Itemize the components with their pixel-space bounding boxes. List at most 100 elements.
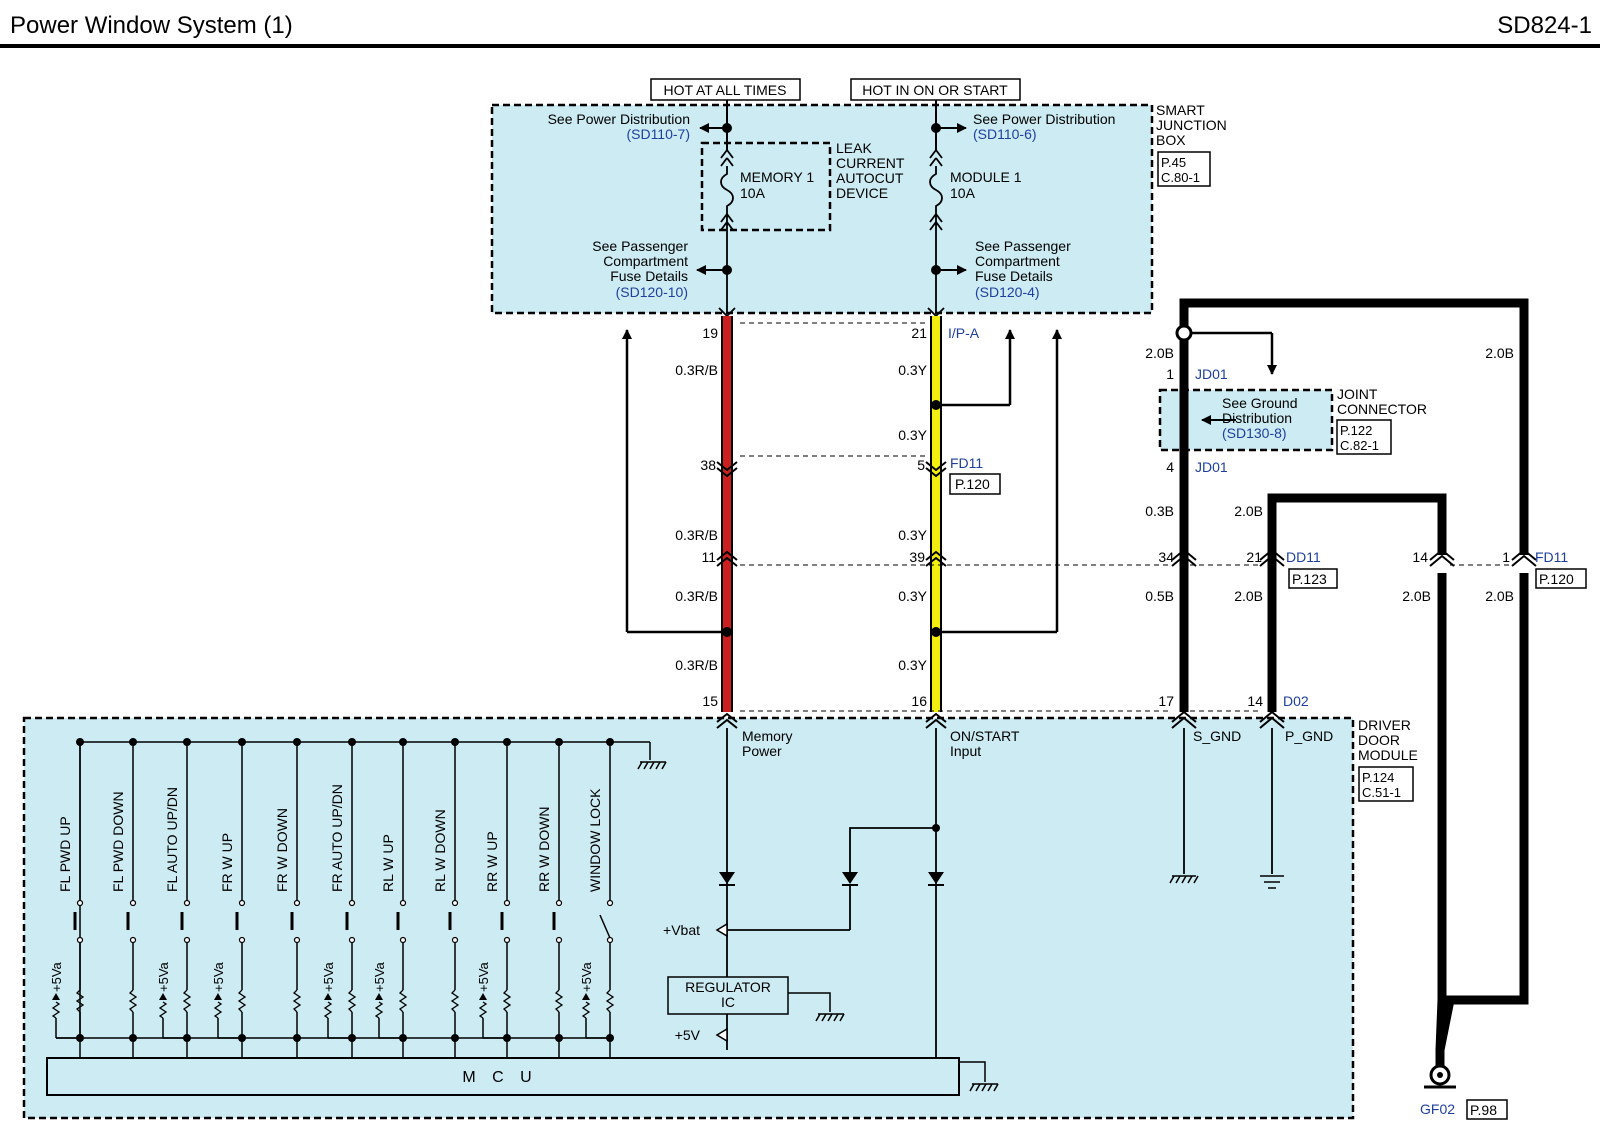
see-power-dist-left: See Power Distribution xyxy=(548,111,690,127)
wire-label-2b-4: 2.0B xyxy=(1234,588,1263,604)
switch-label-fr-auto-up-dn: FR AUTO UP/DN xyxy=(329,784,345,892)
wire-label-rb-1: 0.3R/B xyxy=(675,362,718,378)
wire-label-rb-4: 0.3R/B xyxy=(675,657,718,673)
wire-label-y-5: 0.3Y xyxy=(898,657,927,673)
wire-label-05b: 0.5B xyxy=(1145,588,1174,604)
sjb-page: P.45 xyxy=(1161,155,1186,170)
wire-label-rb-3: 0.3R/B xyxy=(675,588,718,604)
switch-label-fr-w-up: FR W UP xyxy=(219,833,235,892)
fuse-module1: MODULE 1 xyxy=(950,169,1022,185)
regulator-ground-icon xyxy=(815,1013,845,1022)
va-supply-label: +5Va xyxy=(372,961,387,992)
ground-gf02-name: GF02 xyxy=(1420,1101,1455,1117)
s-gnd-ground-icon xyxy=(1169,875,1199,884)
pin-16: 16 xyxy=(911,693,927,709)
va-supply-label: +5Va xyxy=(49,961,64,992)
joint-connector-box xyxy=(1158,388,1334,452)
va-supply-label: +5Va xyxy=(211,961,226,992)
pin-1-jd01: 1 xyxy=(1166,366,1174,382)
wire-label-2b-2: 2.0B xyxy=(1485,345,1514,361)
conn-jd01-top: JD01 xyxy=(1195,366,1228,382)
ref-sd130-8: (SD130-8) xyxy=(1222,425,1287,441)
ddm-conn: C.51-1 xyxy=(1362,785,1401,800)
v5-label: +5V xyxy=(675,1027,701,1043)
ref-sd120-4: (SD120-4) xyxy=(975,284,1040,300)
wire-label-2b-3: 2.0B xyxy=(1234,503,1263,519)
pin-21-dd11: 21 xyxy=(1246,549,1262,565)
wire-label-y-3: 0.3Y xyxy=(898,527,927,543)
pin-21: 21 xyxy=(911,325,927,341)
dd11-page: P.123 xyxy=(1292,571,1327,587)
see-power-dist-right: See Power Distribution xyxy=(973,111,1115,127)
driver-door-module xyxy=(22,716,1355,1120)
va-supply-label: +5Va xyxy=(579,961,594,992)
va-supply-label: +5Va xyxy=(321,961,336,992)
hot-in-on-or-start-label: HOT IN ON OR START xyxy=(862,82,1008,98)
wire-label-rb-2: 0.3R/B xyxy=(675,527,718,543)
pin-14: 14 xyxy=(1412,549,1428,565)
conn-d02: D02 xyxy=(1283,693,1309,709)
regulator-ic xyxy=(667,976,789,1015)
fuse-module1-icon xyxy=(929,149,943,314)
switch-label-rl-w-up: RL W UP xyxy=(380,834,396,892)
switch-label-rr-w-up: RR W UP xyxy=(484,831,500,892)
fuse-module1-amp: 10A xyxy=(950,185,976,201)
pin-4-jd01: 4 xyxy=(1166,459,1174,475)
wire-label-2b-1: 2.0B xyxy=(1145,345,1174,361)
ref-sd110-6: (SD110-6) xyxy=(973,126,1037,142)
switch-label-fl-auto-up-dn: FL AUTO UP/DN xyxy=(164,787,180,892)
page-title: Power Window System (1) xyxy=(10,12,293,39)
joint-page: P.122 xyxy=(1340,423,1372,438)
va-supply-label: +5Va xyxy=(476,961,491,992)
pin-1-fd11: 1 xyxy=(1502,549,1510,565)
switch-contact xyxy=(599,914,611,939)
ground-gf02-page: P.98 xyxy=(1470,1102,1497,1118)
ref-sd110-7: (SD110-7) xyxy=(626,126,690,142)
fuse-memory1-icon xyxy=(720,149,734,314)
va-supply-label: +5Va xyxy=(156,961,171,992)
switch-label-fl-pwd-down: FL PWD DOWN xyxy=(110,791,126,892)
diagram-code: SD824-1 xyxy=(1497,12,1592,39)
conn-ipa: I/P-A xyxy=(948,325,980,341)
mcu-label: M C U xyxy=(462,1069,537,1086)
pin-34: 34 xyxy=(1158,549,1174,565)
pin-14-d02: 14 xyxy=(1247,693,1263,709)
title-bar: Power Window System (1) SD824-1 xyxy=(0,0,1600,48)
s-gnd-label: S_GND xyxy=(1193,728,1241,744)
conn-jd01-bottom: JD01 xyxy=(1195,459,1228,475)
wire-label-y-2: 0.3Y xyxy=(898,427,927,443)
ground-wire-inner xyxy=(1267,493,1447,1070)
wire-label-2b-5: 2.0B xyxy=(1402,588,1431,604)
ddm-page: P.124 xyxy=(1362,770,1394,785)
joint-conn: C.82-1 xyxy=(1340,438,1379,453)
conn-fd11: FD11 xyxy=(950,455,983,471)
pin-5: 5 xyxy=(917,457,925,473)
fuse-memory1: MEMORY 1 xyxy=(740,169,814,185)
switch-ground-icon xyxy=(637,761,667,770)
pin-38: 38 xyxy=(700,457,716,473)
mcu-ground-icon xyxy=(969,1083,999,1092)
conn-fd11-right: FD11 xyxy=(1535,549,1568,565)
switch-label-fl-pwd-up: FL PWD UP xyxy=(57,816,73,892)
fd11-page: P.120 xyxy=(955,476,990,492)
vbat-label: +Vbat xyxy=(663,922,700,938)
leak-current-device-box xyxy=(700,141,832,232)
wire-label-y-4: 0.3Y xyxy=(898,588,927,604)
ref-sd120-10: (SD120-10) xyxy=(616,284,688,300)
switch-label-rl-w-down: RL W DOWN xyxy=(432,809,448,892)
fuse-memory1-amp: 10A xyxy=(740,185,766,201)
p-gnd-ground-icon xyxy=(1260,875,1284,889)
conn-dd11: DD11 xyxy=(1286,549,1321,565)
ground-gf02-icon xyxy=(1424,1064,1456,1089)
sjb-conn: C.80-1 xyxy=(1161,170,1200,185)
pin-39: 39 xyxy=(909,549,925,565)
